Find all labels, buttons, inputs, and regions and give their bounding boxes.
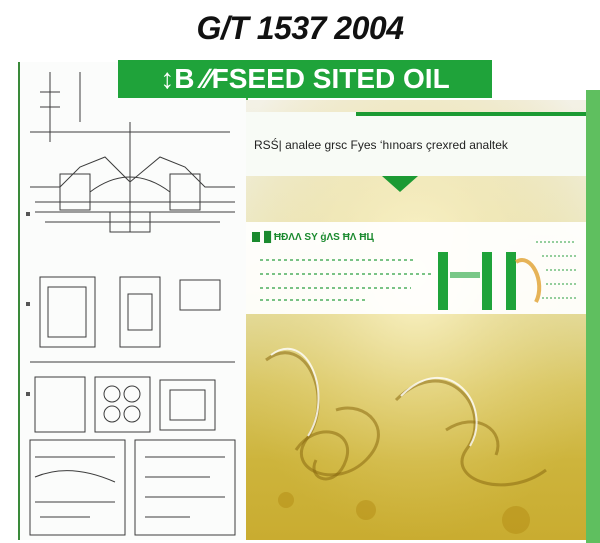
- bullet-square-icon: [252, 232, 260, 242]
- standard-number-title: G/T 1537 2004: [196, 10, 404, 46]
- subtitle-panel: RSŚ| analee grsc Fyes ‘hınoars çrexred a…: [246, 112, 586, 176]
- blueprint-illustration: [26, 72, 236, 536]
- pointer-triangle: [382, 176, 418, 192]
- analysis-chart-graphic: [260, 241, 576, 310]
- technical-drawing: [18, 62, 248, 540]
- product-banner: ↕B ∕∕FSEED SITED OIL: [118, 60, 492, 98]
- subtitle-accent-bar: [356, 112, 586, 116]
- panel-heading: █ ĦĐΛΛ SY ġΛS ĦΛ ĦЦ: [264, 232, 374, 243]
- green-edge-strip: [586, 90, 600, 543]
- analysis-panel: █ ĦĐΛΛ SY ġΛS ĦΛ ĦЦ: [246, 222, 586, 314]
- subtitle: RSŚ| analee grsc Fyes ‘hınoars çrexred a…: [254, 138, 508, 152]
